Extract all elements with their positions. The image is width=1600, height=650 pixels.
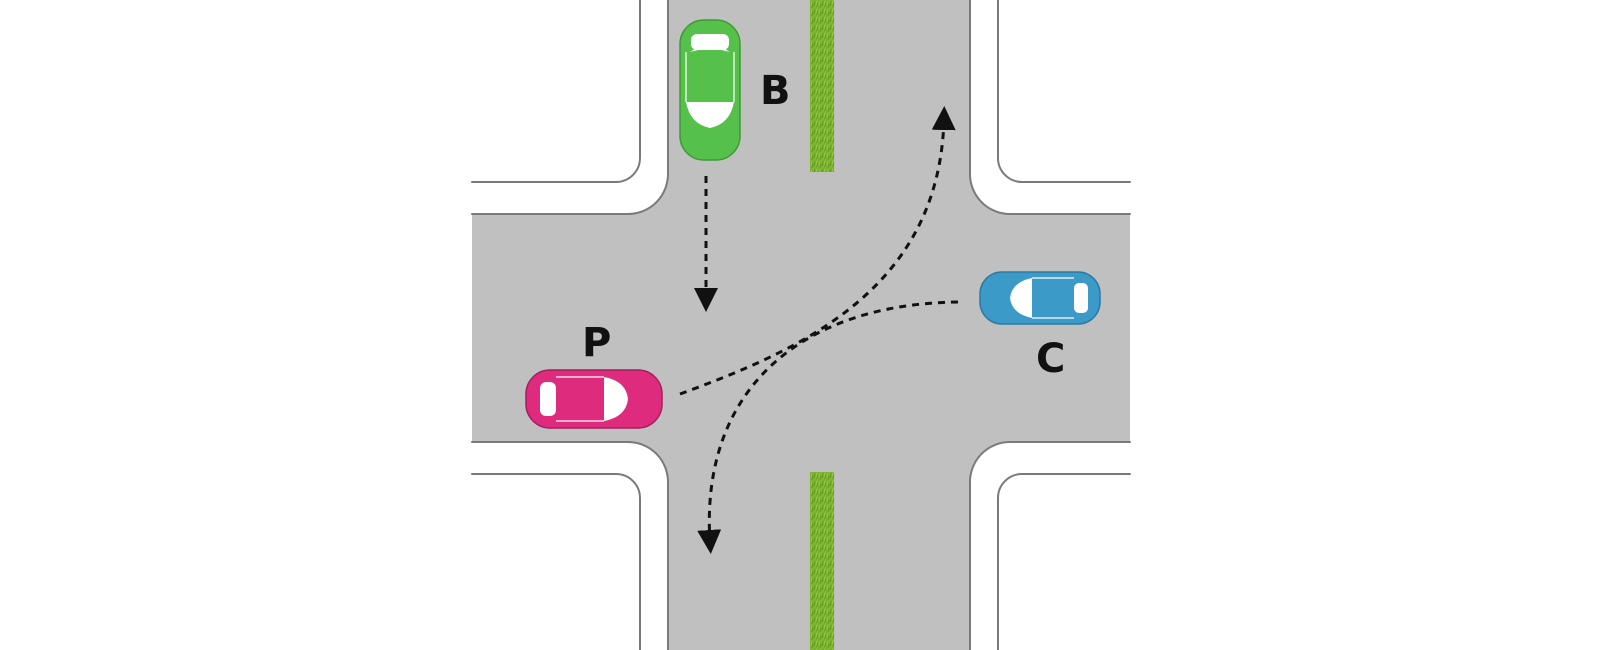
- car-p-body: [525, 369, 663, 429]
- car-b-icon: [679, 19, 741, 161]
- car-p-rear-window: [540, 382, 556, 416]
- car-c-body: [979, 271, 1101, 325]
- curbs: [462, 0, 1140, 650]
- car-c-roof-line: [1032, 277, 1074, 319]
- car-c-rear-window: [1074, 283, 1088, 313]
- car-b-roof-line: [685, 52, 735, 102]
- car-p-icon: [525, 369, 663, 429]
- paths: [679, 106, 959, 554]
- road-corner-sw: [628, 442, 668, 482]
- path-p-left-turn-arrow: [679, 106, 956, 396]
- car-p-label: P: [582, 320, 611, 366]
- car-b-label: B: [760, 68, 791, 114]
- curb-line-nw-inner: [471, 0, 669, 215]
- curb-line-sw-inner: [471, 441, 669, 650]
- grass-median-north: [810, 0, 834, 172]
- curb-nw: [462, 0, 668, 214]
- car-p-roof-line: [556, 376, 604, 422]
- car-b-windshield: [686, 102, 734, 128]
- curb-line-nw-outer: [471, 0, 641, 183]
- curb-ne: [970, 0, 1140, 214]
- curb-sw: [462, 442, 668, 650]
- car-c-icon: [979, 271, 1101, 325]
- curb-line-ne-outer: [997, 0, 1131, 183]
- car-p-windshield: [604, 377, 628, 421]
- curb-line-sw-outer: [471, 473, 641, 650]
- curb-line-ne-inner: [969, 0, 1131, 215]
- curb-se: [970, 442, 1140, 650]
- road-corner-se: [970, 442, 1010, 482]
- road: [472, 0, 1130, 650]
- road-corner-nw: [628, 174, 668, 214]
- curb-line-se-inner: [969, 441, 1131, 650]
- car-c-label: C: [1036, 336, 1065, 382]
- road-corner-ne: [970, 174, 1010, 214]
- car-b-body: [679, 19, 741, 161]
- car-b-rear-window-main: [691, 34, 729, 50]
- grass-median-south: [810, 472, 834, 650]
- curb-line-se-outer: [997, 473, 1131, 650]
- car-c-windshield: [1010, 278, 1032, 318]
